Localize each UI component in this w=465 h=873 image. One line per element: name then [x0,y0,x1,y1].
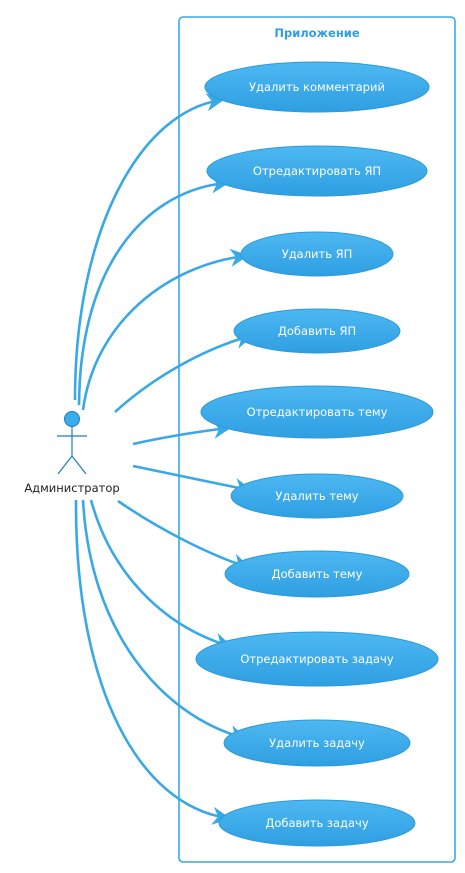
use-case-label: Добавить задачу [265,816,368,830]
use-case-6[interactable]: Удалить тему [230,473,404,519]
association-3 [81,248,249,411]
association-7 [117,499,251,572]
association-1 [73,93,225,401]
use-case-label: Удалить ЯП [282,247,353,261]
association-10 [74,499,231,825]
actor-head-icon [64,411,80,427]
association-5 [132,420,232,446]
use-case-5[interactable]: Отредактировать тему [200,385,434,439]
association-2 [77,175,230,406]
associations [73,93,254,825]
use-case-label: Удалить задачу [269,736,365,750]
actor-body-icon [57,427,87,475]
association-9 [81,499,248,743]
use-case-4[interactable]: Добавить ЯП [233,308,401,354]
use-case-label: Отредактировать задачу [240,652,393,666]
use-case-3[interactable]: Удалить ЯП [240,231,394,277]
use-case-label: Добавить ЯП [278,324,356,338]
use-case-2[interactable]: Отредактировать ЯП [206,145,428,197]
use-case-label: Отредактировать тему [247,405,388,419]
association-8 [89,499,233,651]
use-case-1[interactable]: Удалить комментарий [204,61,430,113]
use-case-label: Отредактировать ЯП [253,164,381,178]
actor-figure[interactable]: Администратор [24,411,120,496]
use-case-9[interactable]: Удалить задачу [223,719,411,767]
association-4 [114,331,254,413]
use-case-7[interactable]: Добавить тему [224,550,410,598]
use-case-label: Добавить тему [272,567,363,581]
system-title: Приложение [274,26,359,40]
actor-name: Администратор [24,481,119,495]
use-case-10[interactable]: Добавить задачу [218,799,416,847]
use-case-label: Удалить комментарий [249,80,385,94]
use-case-8[interactable]: Отредактировать задачу [195,631,439,687]
use-case-label: Удалить тему [275,489,358,503]
